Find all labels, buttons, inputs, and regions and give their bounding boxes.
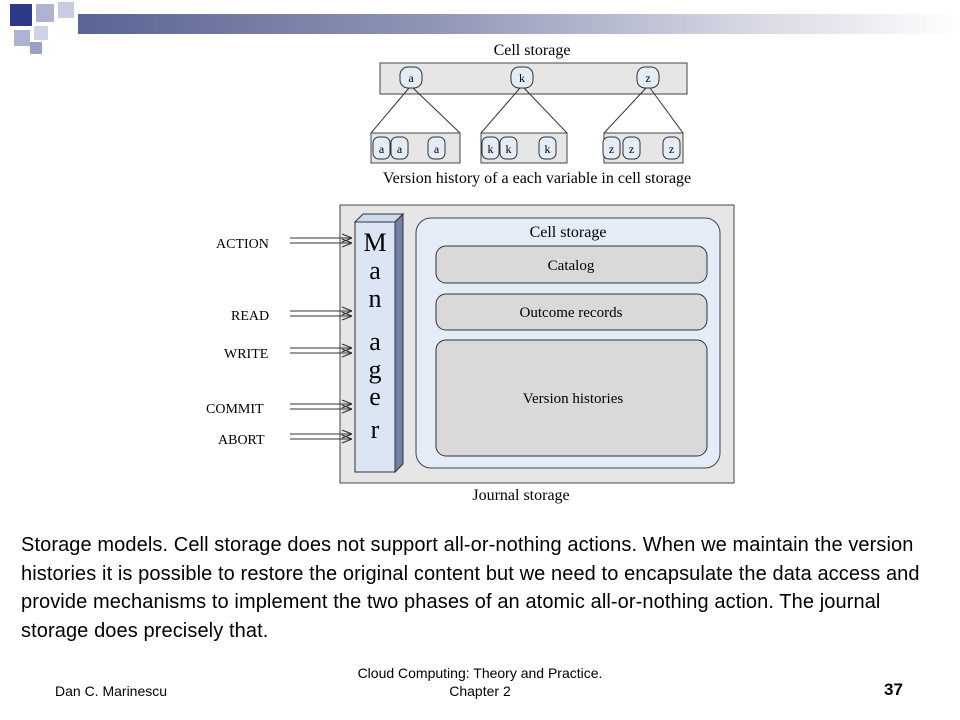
header-gradient-bar <box>78 14 960 34</box>
history-z-2: z <box>629 142 634 156</box>
top-cell-storage-title: Cell storage <box>494 42 571 59</box>
header-square-6 <box>30 42 42 54</box>
history-group-a: a a a <box>370 132 461 164</box>
footer-book-line1: Cloud Computing: Theory and Practice. <box>357 665 603 681</box>
manager-letter-r: r <box>371 415 380 444</box>
top-cell-z: z <box>636 66 660 89</box>
header-square-5 <box>34 26 48 40</box>
top-cell-k-label: k <box>519 71 525 85</box>
input-abort: ABORT <box>218 433 351 448</box>
input-read-label: READ <box>231 309 269 324</box>
top-cell-z-label: z <box>645 71 650 85</box>
input-read: READ <box>231 309 351 324</box>
history-z-1: z <box>609 142 614 156</box>
history-caption: Version history of a each variable in ce… <box>383 170 691 187</box>
page-number: 37 <box>884 680 903 699</box>
input-action-label: ACTION <box>216 237 269 252</box>
catalog-label: Catalog <box>548 258 595 274</box>
history-a-2: a <box>397 142 403 156</box>
footer-author: Dan C. Marinescu <box>55 683 168 699</box>
storage-diagram: Cell storage a k z a a a k k k <box>206 42 735 504</box>
header-square-1 <box>10 4 32 26</box>
input-write: WRITE <box>224 347 351 362</box>
input-commit-label: COMMIT <box>206 402 264 417</box>
footer-book-line2: Chapter 2 <box>449 683 511 699</box>
history-group-z: z z z <box>602 132 684 164</box>
history-a-1: a <box>379 142 385 156</box>
input-write-label: WRITE <box>224 347 268 362</box>
manager-letter-g: g <box>369 355 382 384</box>
header-square-2 <box>36 4 54 22</box>
top-cell-k: k <box>510 66 534 89</box>
outcome-records-box <box>435 293 708 331</box>
manager-block: M a n a g e r <box>353 212 405 474</box>
slide-caption: Storage models. Cell storage does not su… <box>21 534 920 642</box>
input-action: ACTION <box>216 237 351 252</box>
manager-letter-a1: a <box>369 256 381 285</box>
input-abort-label: ABORT <box>218 433 265 448</box>
history-z-3: z <box>669 142 674 156</box>
journal-storage-caption: Journal storage <box>472 487 569 504</box>
top-cell-a: a <box>399 66 423 89</box>
history-group-k: k k k <box>480 132 568 164</box>
history-k-3: k <box>545 142 551 156</box>
header-square-3 <box>58 2 74 18</box>
history-a-3: a <box>434 142 440 156</box>
catalog-box <box>435 245 708 284</box>
manager-letter-e: e <box>369 382 381 411</box>
history-k-2: k <box>506 142 512 156</box>
header-square-4 <box>14 30 30 46</box>
connector-lines <box>370 87 684 134</box>
footer-book: Cloud Computing: Theory and Practice. Ch… <box>330 664 630 700</box>
manager-letter-m: M <box>363 228 386 257</box>
version-histories-label: Version histories <box>523 391 624 407</box>
manager-letter-n: n <box>369 284 382 313</box>
top-cell-a-label: a <box>408 71 414 85</box>
inner-cell-storage-title: Cell storage <box>530 224 607 241</box>
input-commit: COMMIT <box>206 402 351 417</box>
history-k-1: k <box>488 142 494 156</box>
manager-letter-a2: a <box>369 327 381 356</box>
outcome-records-label: Outcome records <box>520 305 623 321</box>
version-histories-box <box>435 339 708 457</box>
